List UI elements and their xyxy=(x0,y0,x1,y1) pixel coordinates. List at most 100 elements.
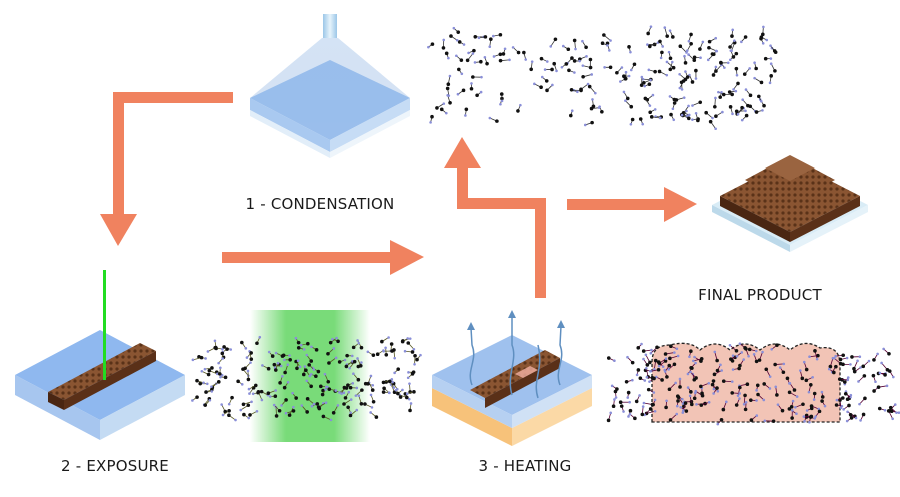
molecule-atom xyxy=(715,368,720,373)
molecule-atom xyxy=(655,345,659,350)
molecule-atom xyxy=(711,116,714,120)
molecule-atom xyxy=(857,380,860,383)
molecule-atom xyxy=(740,118,744,122)
molecule-atom xyxy=(644,366,648,370)
molecule-atom xyxy=(200,369,204,373)
molecule-atom xyxy=(608,49,611,52)
molecule-atom xyxy=(552,61,557,66)
molecule-atom xyxy=(761,32,765,37)
molecule-atom xyxy=(667,368,670,371)
molecule-atom xyxy=(802,415,806,418)
molecule-atom xyxy=(756,392,760,397)
molecule-atom xyxy=(692,55,697,60)
molecule-atom xyxy=(448,74,452,78)
molecule-atom xyxy=(628,408,633,413)
molecule-atom xyxy=(405,392,409,395)
molecule-atom xyxy=(594,91,597,95)
molecule-atom xyxy=(315,402,320,406)
molecule-atom xyxy=(539,85,543,90)
molecule-atom xyxy=(321,388,325,393)
molecule-atom xyxy=(614,396,618,399)
molecule-atom xyxy=(720,90,723,94)
molecule-atom xyxy=(442,102,446,105)
molecule-atom xyxy=(897,411,900,414)
molecule-atom xyxy=(886,409,891,413)
molecule-atom xyxy=(841,362,845,367)
molecule-atom xyxy=(606,44,609,47)
molecule-atom xyxy=(641,122,645,126)
molecule-atom xyxy=(270,354,275,358)
molecule-atom xyxy=(447,94,451,97)
molecule-atom xyxy=(736,81,740,86)
molecule-atom xyxy=(221,347,224,351)
molecule-atom xyxy=(740,40,743,44)
molecule-atom xyxy=(653,398,657,402)
molecule-atom xyxy=(277,408,282,413)
molecule-atom xyxy=(731,368,735,371)
molecule-atom xyxy=(650,376,655,380)
molecule-atom xyxy=(753,76,756,80)
molecule-atom xyxy=(314,374,318,379)
molecule-atom xyxy=(762,103,766,108)
molecule-atom xyxy=(619,80,622,83)
molecule-atom xyxy=(835,398,839,402)
molecule-atom xyxy=(681,402,685,406)
molecule-atom xyxy=(755,414,759,417)
molecule-atom xyxy=(661,45,665,48)
molecule-atom xyxy=(380,339,384,344)
molecule-atom xyxy=(442,38,446,42)
molecule-atom xyxy=(889,409,894,413)
molecule-atom xyxy=(834,403,839,407)
molecule-atom xyxy=(292,405,295,409)
molecule-atom xyxy=(543,68,547,71)
molecule-atom xyxy=(721,92,726,97)
molecule-atom xyxy=(642,80,646,85)
molecule-atom xyxy=(694,68,698,73)
molecule-atom xyxy=(755,399,758,402)
molecule-atom xyxy=(738,363,742,368)
molecule-atom xyxy=(769,62,773,65)
molecule-atom xyxy=(849,393,853,397)
molecule-atom xyxy=(671,107,675,111)
molecule-atom xyxy=(712,387,716,391)
molecule-atom xyxy=(823,404,827,408)
molecule-atom xyxy=(346,383,350,387)
molecule-atom xyxy=(808,415,813,419)
molecule-atom xyxy=(619,404,624,408)
molecule-atom xyxy=(203,367,207,371)
molecule-atom xyxy=(240,340,244,345)
molecule-atom xyxy=(611,404,616,408)
molecule-atom xyxy=(291,391,294,395)
molecule-atom xyxy=(334,356,338,360)
molecule-atom xyxy=(574,47,577,51)
molecule-atom xyxy=(241,402,246,407)
molecule-atom xyxy=(727,90,732,94)
molecule-atom xyxy=(691,104,694,107)
molecule-atom xyxy=(495,119,499,123)
molecule-atom xyxy=(667,387,672,392)
molecule-atom xyxy=(202,381,205,385)
arrow-condensation-to-exposure xyxy=(100,92,233,246)
molecule-atom xyxy=(283,358,286,362)
molecule-atom xyxy=(759,80,764,85)
molecule-atom xyxy=(583,123,587,127)
molecule-atom xyxy=(624,380,629,384)
molecule-atom xyxy=(711,73,716,77)
molecule-atom xyxy=(597,106,601,109)
molecule-atom xyxy=(622,410,625,413)
molecule-atom xyxy=(773,362,777,367)
molecule-atom xyxy=(396,391,400,396)
molecule-atom xyxy=(349,398,353,401)
molecule-atom xyxy=(769,57,773,60)
molecule-atom xyxy=(456,30,461,34)
molecule-atom xyxy=(745,382,750,387)
molecule-atom xyxy=(250,400,253,404)
molecule-field-top xyxy=(427,25,778,131)
molecule-atom xyxy=(369,411,372,414)
molecule-atom xyxy=(716,389,720,393)
molecule-atom xyxy=(400,339,405,344)
molecule-atom xyxy=(719,61,723,65)
molecule-atom xyxy=(625,96,630,101)
molecule-atom xyxy=(687,113,691,117)
molecule-atom xyxy=(412,390,416,394)
